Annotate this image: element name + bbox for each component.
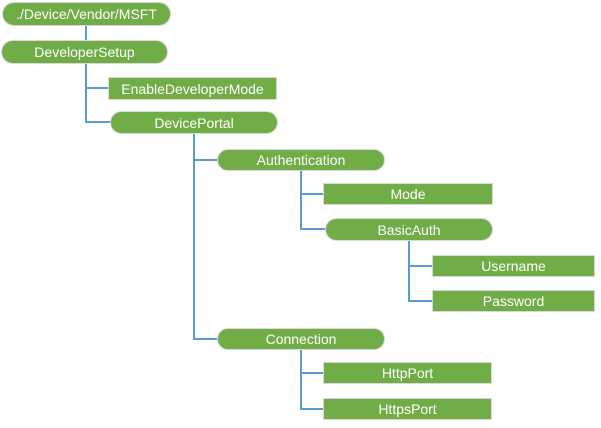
connector-connection-trunk [300, 350, 302, 410]
connector-branch-username [408, 265, 432, 267]
node-basic-auth: BasicAuth [325, 218, 493, 241]
node-device-portal: DevicePortal [110, 111, 278, 134]
connector-branch-authentication [193, 159, 217, 161]
connector-branch-password [408, 300, 432, 302]
connector-branch-mode [300, 193, 323, 195]
node-msft-root: ./Device/Vendor/MSFT [2, 2, 171, 26]
connector-developersetup-trunk [85, 64, 87, 123]
node-enable-developer-mode: EnableDeveloperMode [108, 77, 277, 100]
node-http-port: HttpPort [323, 362, 492, 384]
node-developer-setup: DeveloperSetup [1, 40, 168, 64]
connector-basicauth-trunk [408, 241, 410, 302]
connector-authentication-trunk [300, 171, 302, 230]
node-username: Username [432, 255, 595, 277]
connector-branch-httpport [300, 372, 323, 374]
node-https-port: HttpsPort [323, 398, 492, 420]
connector-branch-httpsport [300, 408, 323, 410]
node-mode: Mode [323, 183, 493, 205]
connector-branch-enabledevelopermode [85, 87, 108, 89]
connector-branch-connection [193, 338, 217, 340]
connector-deviceportal-trunk [193, 134, 195, 340]
node-authentication: Authentication [217, 149, 385, 171]
connector-branch-basicauth [300, 228, 325, 230]
node-connection: Connection [217, 328, 385, 350]
connector-branch-deviceportal [85, 121, 110, 123]
connector-root-developersetup [85, 26, 87, 41]
node-password: Password [432, 290, 595, 312]
